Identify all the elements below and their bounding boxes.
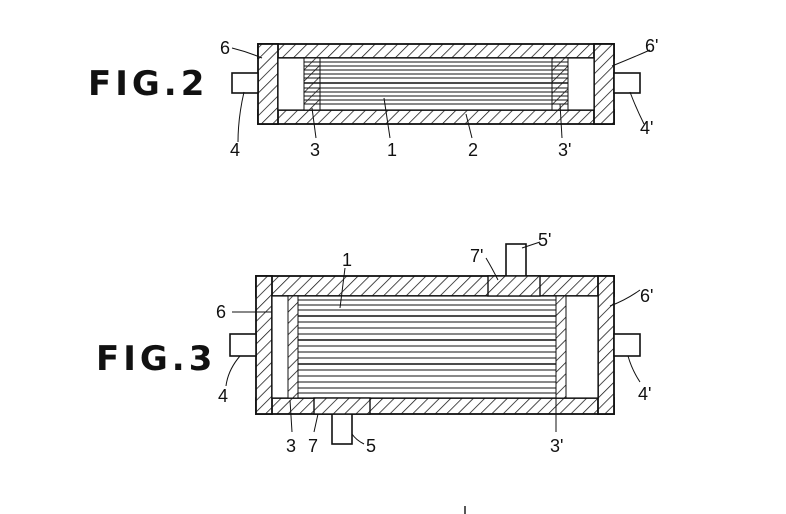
- fig2-port-left: [231, 72, 259, 94]
- fig3-potting-left: [287, 295, 299, 399]
- fig3-label-7: 7: [308, 436, 318, 456]
- fig3-label-3: 3: [286, 436, 296, 456]
- fig2-cavity: [277, 57, 595, 111]
- fig3-fiber-bundle: [298, 299, 556, 394]
- fig2-port-right: [613, 72, 641, 94]
- fig3-boss-top: [487, 275, 541, 297]
- fig3-label-6: 6: [216, 302, 226, 322]
- fig3-title: FIG.3: [96, 339, 217, 379]
- fig3-label-1: 1: [342, 250, 352, 270]
- fig3-label-4p: 4': [638, 384, 651, 404]
- fig2-leader-lines: [231, 47, 651, 143]
- fig2-end-cap-right: [593, 43, 615, 125]
- fig2-label-3p: 3': [558, 140, 571, 160]
- fig3-dialyzer: [229, 243, 641, 445]
- fig3-label-4: 4: [218, 386, 228, 406]
- fig2-fiber-bundle: [304, 61, 568, 105]
- fig3-potting-right: [555, 295, 567, 399]
- fig3-label-6p: 6': [640, 286, 653, 306]
- fig2-label-1: 1: [387, 140, 397, 160]
- fig3-side-port-top: [505, 243, 527, 277]
- fig3-label-5: 5: [366, 436, 376, 456]
- fig2-title: FIG.2: [88, 64, 209, 104]
- fig2-label-6: 6: [220, 38, 230, 58]
- fig2-label-2: 2: [468, 140, 478, 160]
- fig3-boss-bottom: [313, 397, 371, 415]
- fig3-port-left: [229, 333, 257, 357]
- fig2-label-4p: 4': [640, 118, 653, 138]
- fig2-dialyzer: [231, 43, 641, 125]
- fig2-label-4: 4: [230, 140, 240, 160]
- fig2-label-6p: 6': [645, 36, 658, 56]
- fig3-port-right: [613, 333, 641, 357]
- fig3-label-5p: 5': [538, 230, 551, 250]
- fig2-label-3: 3: [310, 140, 320, 160]
- fig3-label-7p: 7': [470, 246, 483, 266]
- fig3-housing-bottom-wall: [255, 397, 615, 415]
- fig3-end-cap-left: [255, 275, 273, 415]
- fig2-end-cap-left: [257, 43, 279, 125]
- fig3-end-cap-right: [597, 275, 615, 415]
- fig3-cavity: [271, 295, 599, 399]
- fig3-label-3p: 3': [550, 436, 563, 456]
- fig2-housing-top-wall: [257, 43, 615, 59]
- fig3-side-port-bottom: [331, 413, 353, 445]
- fig3-leader-lines: [225, 241, 641, 445]
- fig3-housing-top-wall: [255, 275, 615, 297]
